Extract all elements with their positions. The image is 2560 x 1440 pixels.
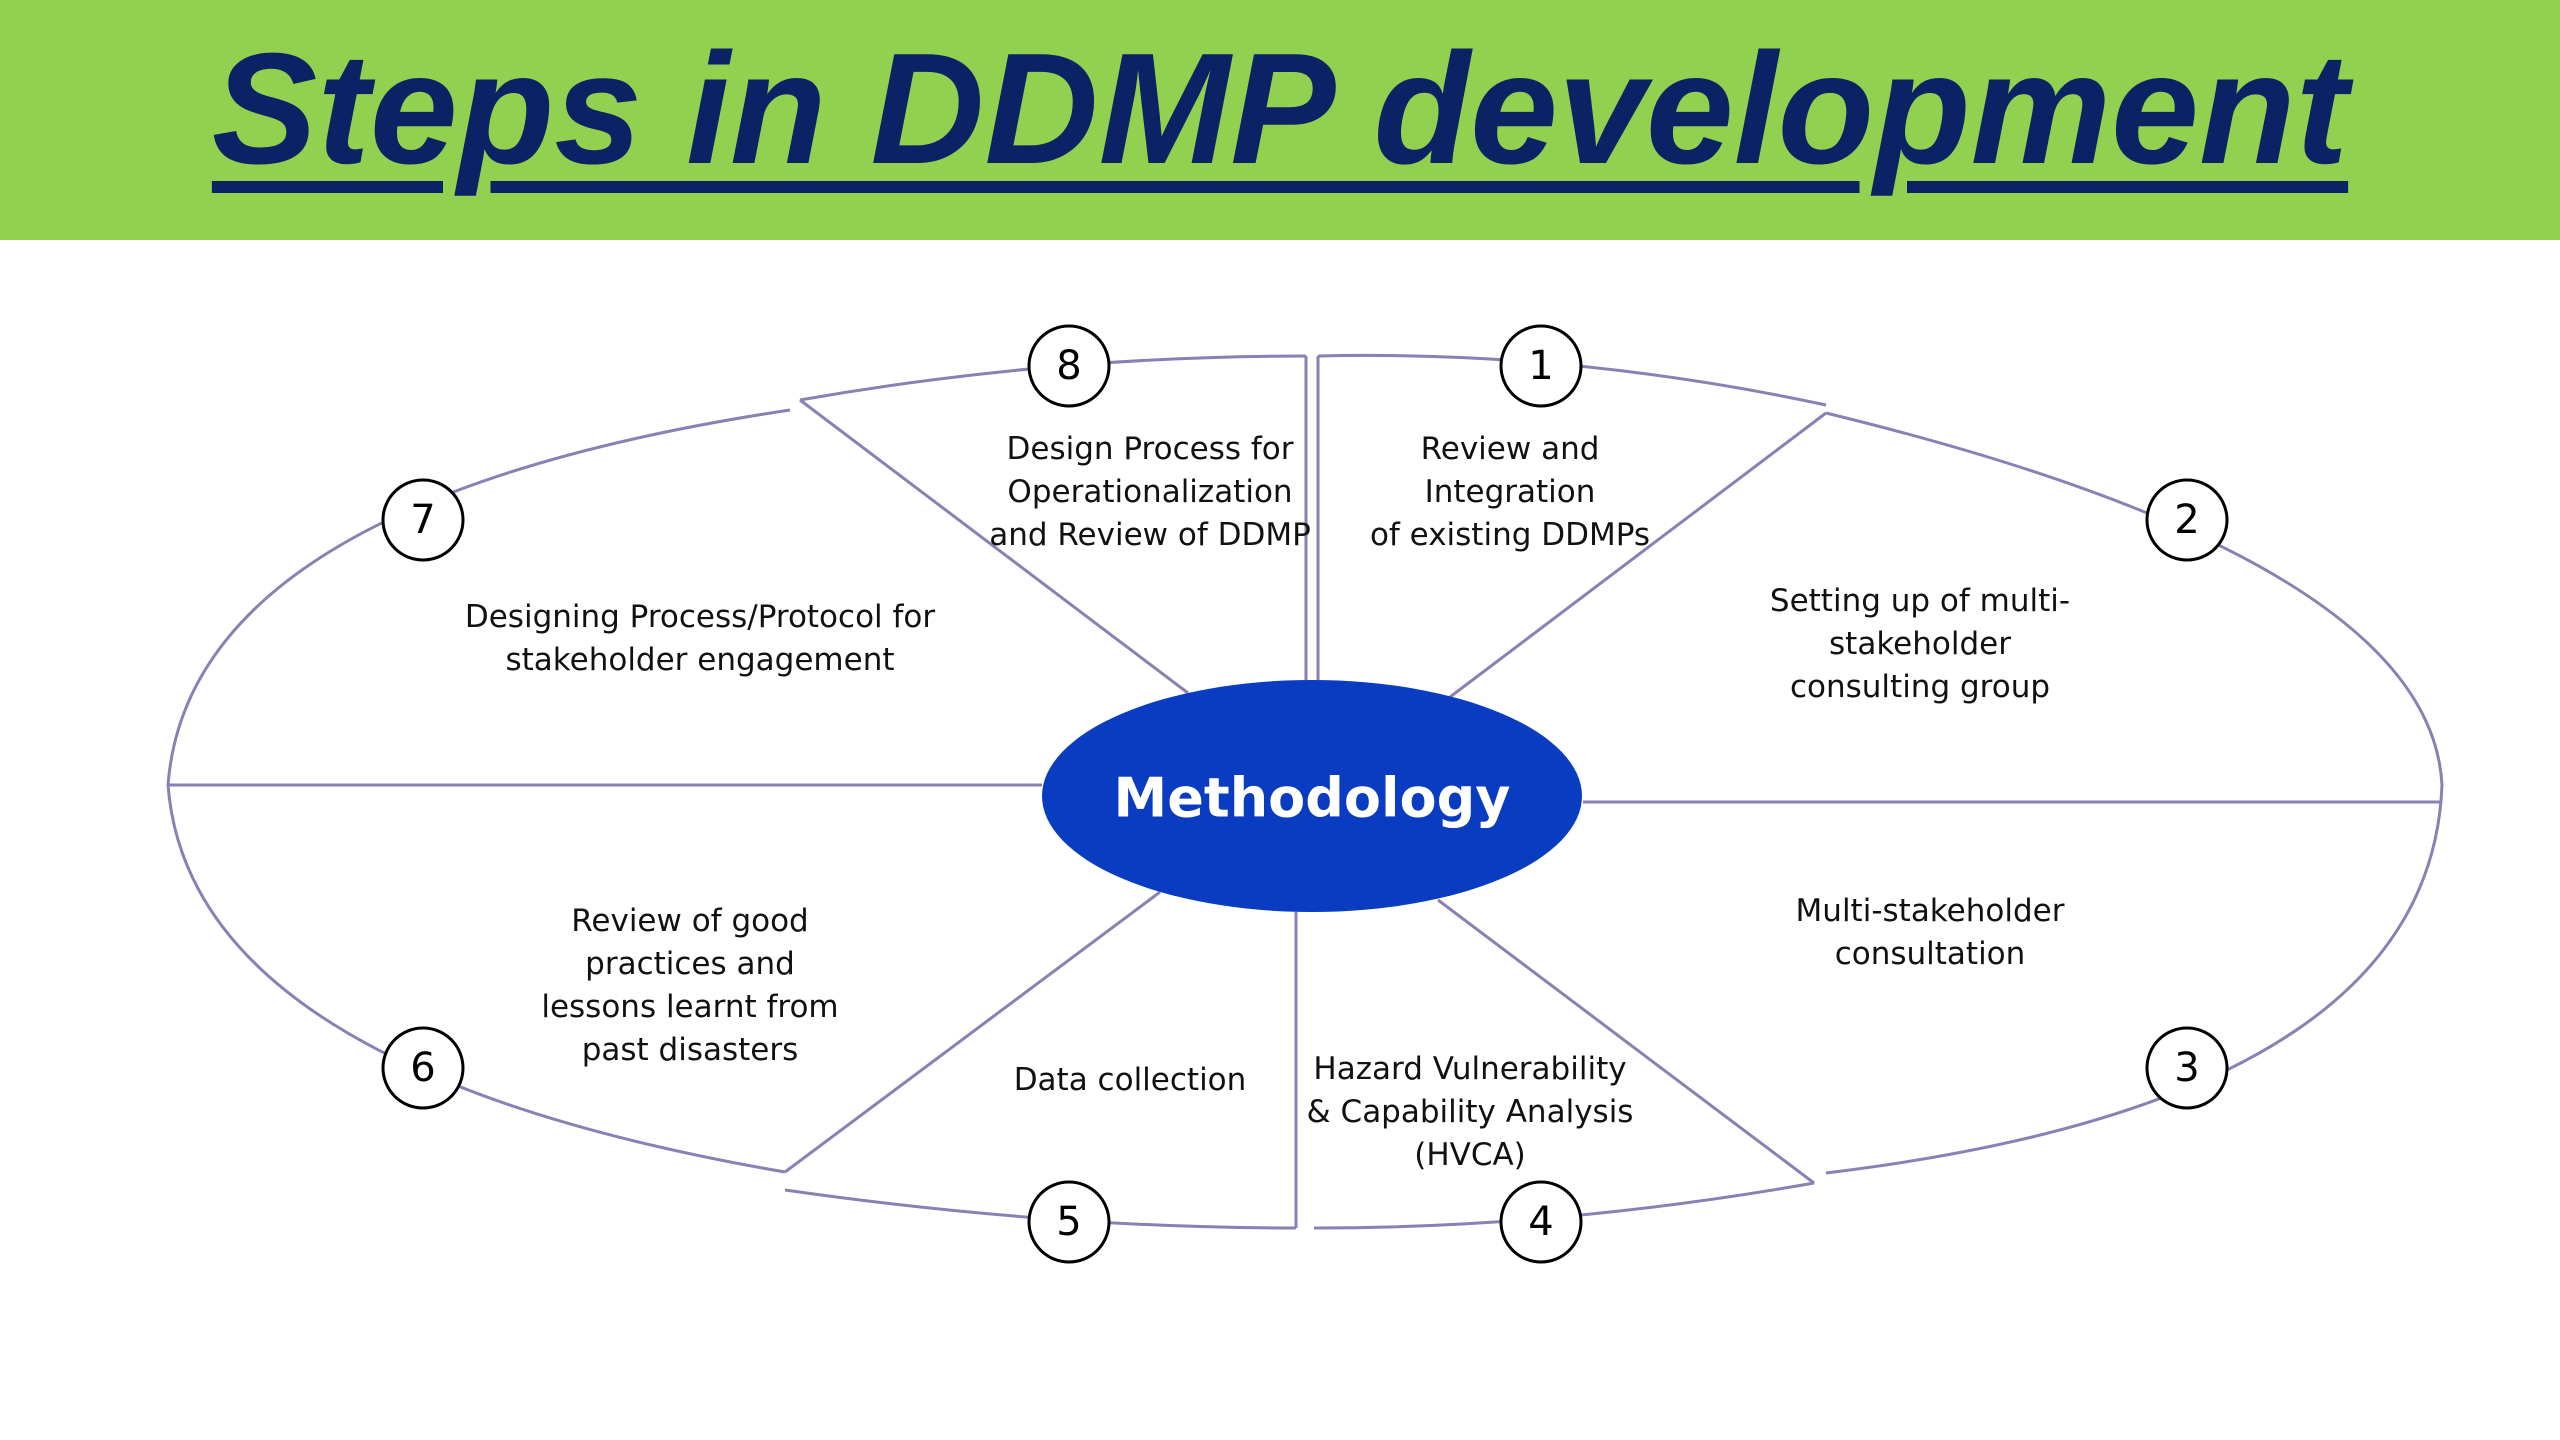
svg-text:8: 8 [1056,343,1081,389]
spoke-line [1437,898,1815,1185]
step-label-6: Review of good practices and lessons lea… [541,903,839,1068]
svg-text:4: 4 [1528,1199,1553,1245]
step-number-8: 8 [1027,324,1111,408]
step-number-3: 3 [2145,1026,2229,1110]
svg-text:2: 2 [2174,497,2199,543]
svg-text:7: 7 [410,497,435,543]
step-number-2: 2 [2145,478,2229,562]
svg-text:6: 6 [410,1045,435,1091]
step-number-6: 6 [381,1026,465,1110]
page-title: Steps in DDMP development [211,21,2349,197]
spoke-line [1449,411,1827,699]
outer-arc-segment [1825,411,2444,1175]
spoke-line [784,890,1161,1174]
step-number-7: 7 [381,478,465,562]
svg-text:3: 3 [2174,1045,2199,1091]
step-number-5: 5 [1027,1180,1111,1264]
svg-text:1: 1 [1528,343,1553,389]
svg-text:5: 5 [1056,1199,1081,1245]
spoke-line [799,398,1189,695]
title-banner [0,0,2560,240]
step-label-1: Review and Integration of existing DDMPs [1369,431,1651,553]
step-label-8: Design Process for Operationalization an… [989,431,1311,553]
step-label-2: Setting up of multi- stakeholder consult… [1769,583,2071,705]
center-label: Methodology [1114,767,1511,830]
step-label-5: Data collection [1013,1062,1247,1098]
step-label-3: Multi-stakeholder consultation [1795,893,2065,972]
center-ellipse [1042,680,1582,912]
step-label-4: Hazard Vulnerability & Capability Analys… [1306,1051,1634,1173]
step-number-4: 4 [1499,1180,1583,1264]
step-number-1: 1 [1499,324,1583,408]
step-label-7: Designing Process/Protocol for stakehold… [464,599,936,678]
